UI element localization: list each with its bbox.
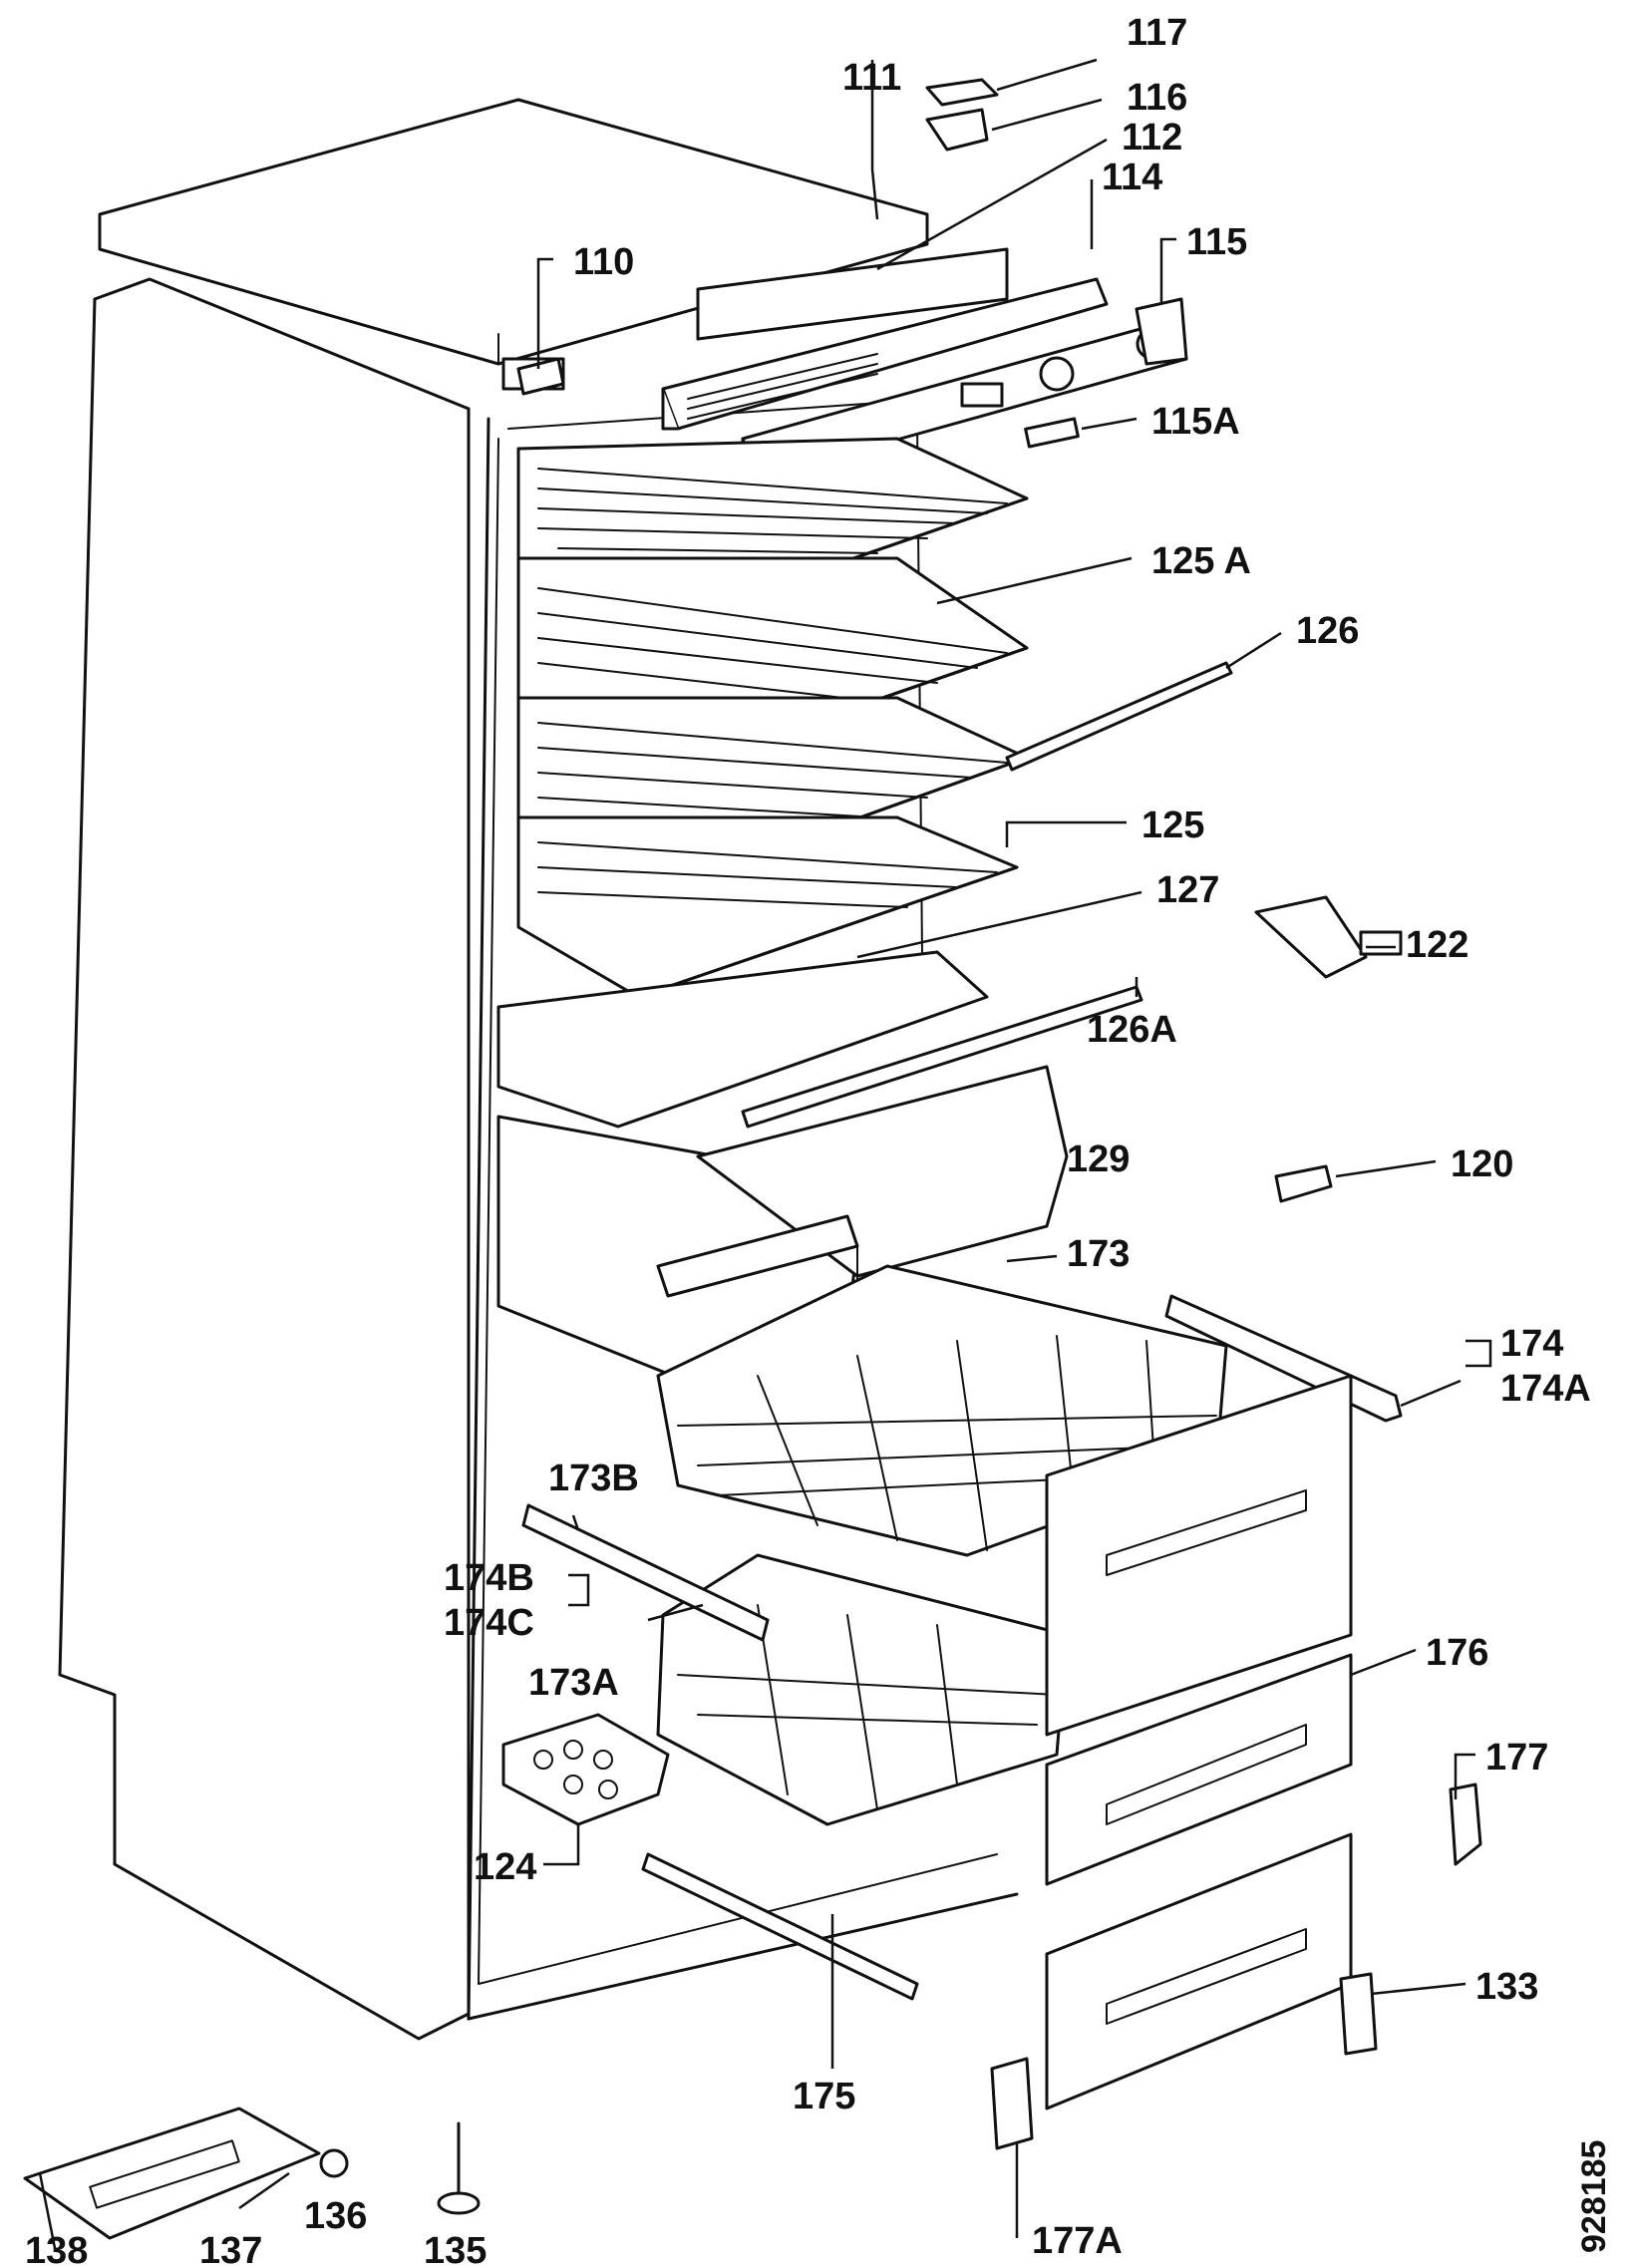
cabinet-body: [58, 277, 1019, 2041]
callout-175: 175: [793, 2076, 855, 2117]
callout-174c: 174C: [444, 1602, 534, 1644]
crisper-bins: [496, 1065, 1069, 1388]
callout-115a: 115A: [1151, 401, 1240, 443]
callout-177: 177: [1485, 1737, 1548, 1779]
shelf-trim-strip: [1005, 661, 1233, 772]
callout-111: 111: [842, 57, 901, 99]
bracket-133: [1339, 1972, 1378, 2056]
drawer-front-1: [1045, 1374, 1353, 1737]
latch-122: [1254, 895, 1368, 979]
leveling-foot-135: [437, 2121, 481, 2215]
callout-136: 136: [304, 2195, 367, 2237]
callout-173a: 173A: [528, 1662, 619, 1704]
bracket: [516, 357, 565, 396]
callout-174: 174: [1500, 1323, 1563, 1365]
drawer-front-3: [1045, 1832, 1353, 2110]
callout-173: 173: [1067, 1233, 1130, 1275]
ice-tray: [501, 1713, 670, 1826]
callout-125a: 125 A: [1151, 540, 1251, 582]
callout-177a: 177A: [1032, 2220, 1123, 2262]
callout-176: 176: [1426, 1632, 1488, 1674]
callout-133: 133: [1475, 1966, 1538, 2008]
callout-124: 124: [474, 1846, 536, 1888]
basket-rail-left: [521, 1503, 770, 1642]
hinge-clips: [925, 78, 999, 152]
shelf-trim-strip-lower: [741, 985, 1143, 1129]
drawer-front-2: [1045, 1653, 1353, 1886]
callout-129: 129: [1067, 1138, 1130, 1180]
callout-126a: 126A: [1087, 1009, 1177, 1051]
hinge-177a: [990, 2057, 1034, 2150]
callout-115: 115: [1186, 221, 1247, 263]
callout-135: 135: [424, 2230, 487, 2268]
drawer-fronts: [1045, 1374, 1353, 2110]
callout-125: 125: [1141, 805, 1204, 846]
latch-tab-122: [1359, 930, 1403, 956]
shelf-4: [516, 815, 1019, 999]
base-plate-slot: [89, 2139, 240, 2209]
callout-174a: 174A: [1500, 1368, 1591, 1410]
vent-grille: [687, 353, 878, 420]
callout-126: 126: [1296, 610, 1359, 652]
callout-114: 114: [1102, 157, 1162, 198]
small-plate: [1024, 417, 1080, 449]
foot-136: [319, 2148, 349, 2178]
door-clip-120: [1274, 1164, 1333, 1203]
base-plate-138: [23, 2106, 321, 2240]
callout-138: 138: [25, 2230, 88, 2268]
bottom-rail: [641, 1852, 919, 2001]
callout-122: 122: [1406, 924, 1468, 966]
callout-174b: 174B: [444, 1557, 534, 1599]
callout-110: 110: [573, 241, 634, 283]
top-lid: [98, 98, 929, 391]
document-number: 928185: [1575, 2140, 1613, 2253]
callout-120: 120: [1451, 1143, 1513, 1185]
callout-173b: 173B: [548, 1458, 639, 1499]
control-panel: [661, 247, 1188, 481]
callout-117: 117: [1127, 12, 1187, 54]
callout-labels: 111 117 116 112 114 110 115 115A 125 A 1…: [25, 12, 1591, 2268]
glass-plate: [496, 950, 989, 1129]
leader-lines: [38, 58, 1492, 2249]
wire-shelves: [516, 437, 1029, 999]
callout-112: 112: [1122, 117, 1182, 159]
callout-116: 116: [1127, 77, 1187, 119]
hinge-177: [1449, 1782, 1482, 1866]
callout-127: 127: [1156, 869, 1219, 911]
callout-137: 137: [199, 2230, 262, 2268]
